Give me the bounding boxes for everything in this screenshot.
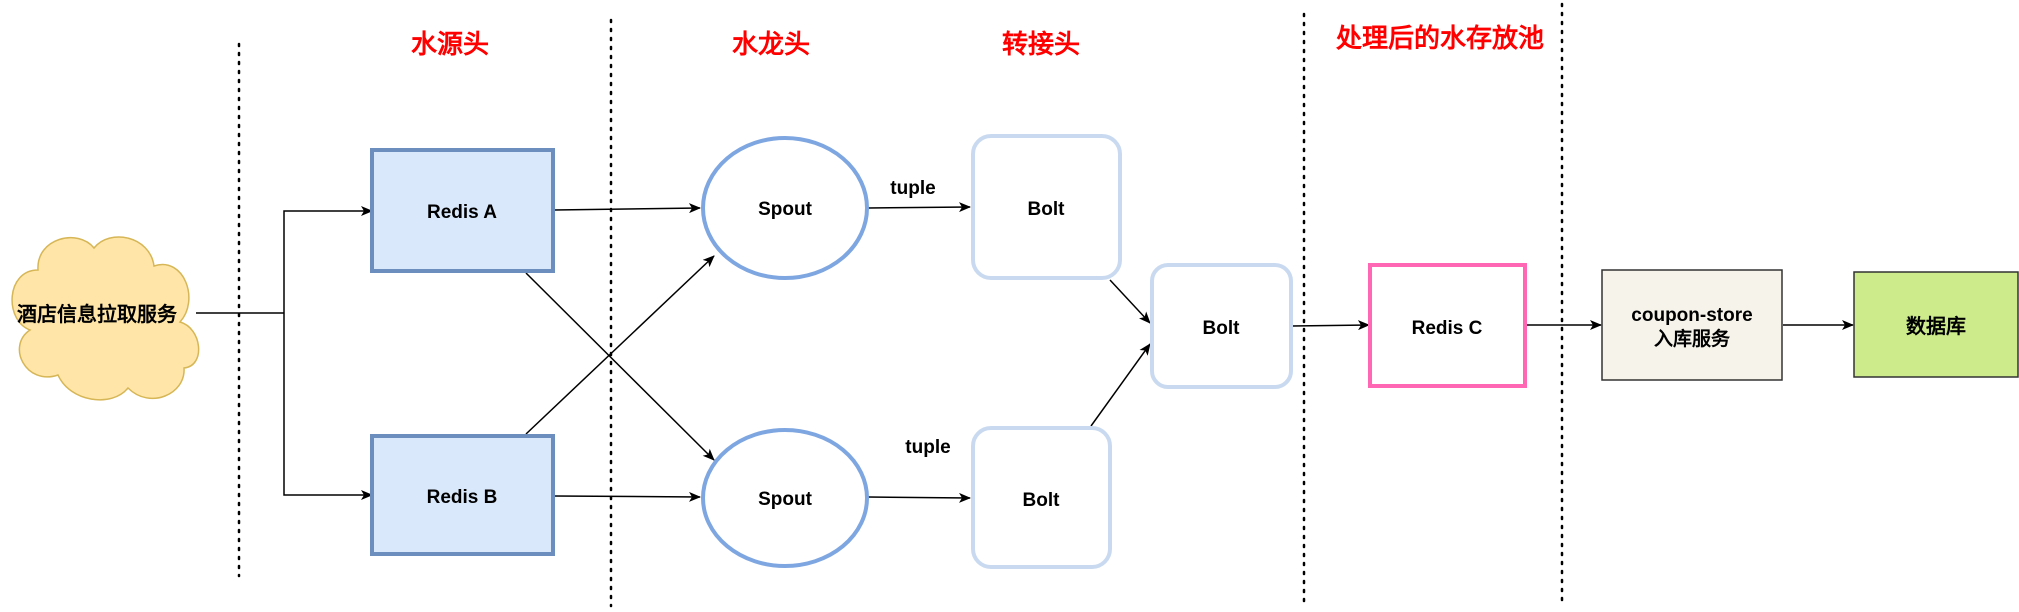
edge-spout-bolt-bottom — [867, 492, 971, 503]
edge-bolt-redis-c — [1291, 320, 1370, 331]
edge-bolt-top-merge — [1109, 279, 1151, 324]
redis-c-node: Redis C — [1368, 263, 1527, 388]
edge-label-tuple: tuple — [905, 437, 950, 458]
coupon-store-node: coupon-store 入库服务 — [1601, 269, 1783, 381]
stage-title-source: 水源头 — [411, 30, 489, 60]
database-box — [1853, 271, 2019, 378]
redis-c-label: Redis C — [1412, 318, 1483, 339]
edge-redis-a-spout-bottom — [525, 272, 715, 461]
redis-b-label: Redis B — [427, 487, 498, 508]
stage-title-pool: 处理后的水存放池 — [1335, 23, 1544, 54]
coupon-store-label-line1: coupon-store — [1631, 305, 1752, 326]
edge-redis-a-spout-top — [553, 203, 701, 214]
spout-bottom-shape — [701, 428, 869, 568]
hotel-info-service-cloud: 酒店信息拉取服务 — [11, 236, 200, 401]
edge-label-tuple: tuple — [890, 178, 935, 199]
bolt-top-node: Bolt — [971, 134, 1122, 280]
stage-title-faucet: 水龙头 — [732, 30, 810, 60]
redis-b-box — [370, 434, 555, 556]
connectors — [196, 202, 1854, 503]
edge-redis-b-spout-top — [525, 255, 715, 435]
edge-redis-b-spout-bottom — [553, 491, 701, 502]
redis-c-box — [1368, 263, 1527, 388]
redis-a-label: Redis A — [427, 202, 497, 223]
database-label: 数据库 — [1906, 314, 1966, 338]
redis-b-node: Redis B — [370, 434, 555, 556]
bolt-merge-label: Bolt — [1203, 318, 1241, 339]
stage-title-adapter: 转接头 — [1002, 30, 1080, 60]
bolt-top-label: Bolt — [1028, 199, 1066, 220]
bolt-bottom-box — [971, 426, 1112, 569]
spout-bottom-node: Spout — [701, 428, 869, 568]
cloud-label: 酒店信息拉取服务 — [17, 302, 178, 326]
bolt-merge-node: Bolt — [1150, 263, 1293, 389]
redis-a-node: Redis A — [370, 148, 555, 273]
edge-bolt-bottom-merge — [1090, 343, 1151, 427]
spout-bottom-label: Spout — [758, 489, 812, 510]
edge-spout-bolt-top — [867, 202, 971, 213]
bolt-merge-box — [1150, 263, 1293, 389]
cloud-shape — [11, 236, 200, 401]
database-node: 数据库 — [1853, 271, 2019, 378]
bolt-bottom-label: Bolt — [1023, 490, 1061, 511]
edge-to-redis-b — [283, 313, 373, 500]
redis-a-box — [370, 148, 555, 273]
coupon-store-label-line2: 入库服务 — [1654, 327, 1731, 350]
bolt-top-box — [971, 134, 1122, 280]
spout-top-shape — [701, 136, 869, 280]
spout-top-node: Spout — [701, 136, 869, 280]
coupon-store-box — [1601, 269, 1783, 381]
bolt-bottom-node: Bolt — [971, 426, 1112, 569]
spout-top-label: Spout — [758, 199, 812, 220]
edge-to-redis-a — [283, 206, 373, 313]
stage-separators — [237, 2, 1564, 608]
